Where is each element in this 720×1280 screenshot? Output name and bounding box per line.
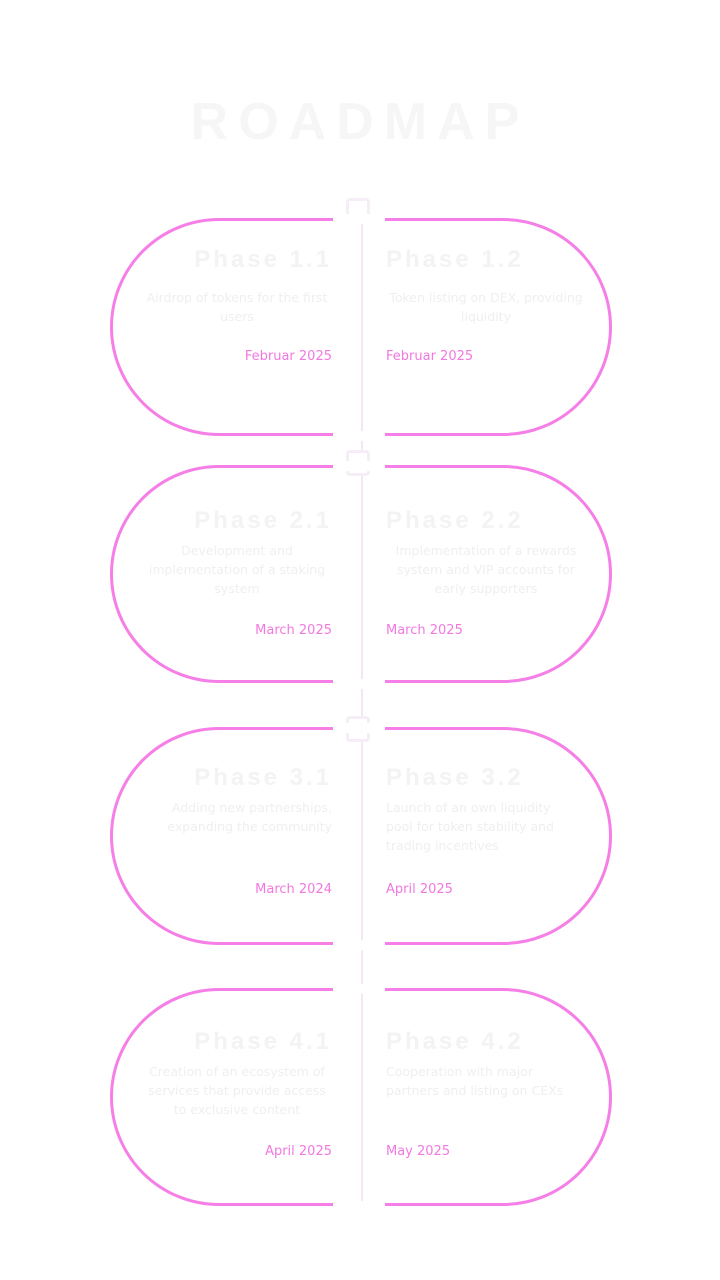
- axis-gap: [333, 431, 385, 441]
- phase-title: Phase 3.2: [386, 764, 524, 791]
- phase-2-1: Phase 2.1 Development and implementation…: [142, 505, 332, 638]
- phase-2-2: Phase 2.2 Implementation of a rewards sy…: [386, 505, 586, 638]
- axis-gap: [333, 940, 385, 950]
- phase-date: Februar 2025: [386, 349, 474, 364]
- axis-gap: [333, 723, 385, 733]
- phase-1-1: Phase 1.1 Airdrop of tokens for the firs…: [142, 244, 332, 364]
- phase-title: Phase 2.2: [386, 507, 524, 534]
- phase-date: March 2025: [386, 623, 463, 638]
- phase-date: March 2025: [255, 623, 332, 638]
- phase-title: Phase 1.1: [194, 246, 332, 273]
- phase-4-2: Phase 4.2 Cooperation with major partner…: [386, 1026, 576, 1159]
- phase-description: Token listing on DEX, providing liquidit…: [389, 290, 583, 324]
- axis-gap: [333, 214, 385, 224]
- phase-date: April 2025: [265, 1144, 332, 1159]
- phase-date: April 2025: [386, 882, 453, 897]
- axis-gap: [333, 679, 385, 689]
- phase-description: Implementation of a rewards system and V…: [395, 543, 577, 596]
- phase-title: Phase 3.1: [194, 764, 332, 791]
- phase-description: Adding new partnerships, expanding the c…: [167, 800, 332, 834]
- timeline-axis: [361, 198, 363, 1210]
- axis-gap: [333, 461, 385, 471]
- phase-description: Airdrop of tokens for the first users: [146, 290, 328, 324]
- phase-description: Development and implementation of a stak…: [148, 543, 326, 596]
- phase-date: May 2025: [386, 1144, 451, 1159]
- phase-1-2: Phase 1.2 Token listing on DEX, providin…: [386, 244, 586, 364]
- phase-title: Phase 4.1: [194, 1028, 332, 1055]
- phase-3-1: Phase 3.1 Adding new partnerships, expan…: [142, 762, 332, 897]
- phase-title: Phase 2.1: [194, 507, 332, 534]
- axis-gap: [333, 984, 385, 994]
- phase-3-2: Phase 3.2 Launch of an own liquidity poo…: [386, 762, 576, 897]
- axis-gap: [333, 1201, 385, 1211]
- phase-title: Phase 1.2: [386, 246, 524, 273]
- phase-date: Februar 2025: [244, 349, 332, 364]
- phase-title: Phase 4.2: [386, 1028, 524, 1055]
- page-title: ROADMAP: [190, 93, 530, 151]
- phase-description: Creation of an ecosystem of services tha…: [148, 1064, 326, 1117]
- phase-description: Cooperation with major partners and list…: [386, 1064, 564, 1098]
- phase-description: Launch of an own liquidity pool for toke…: [386, 800, 554, 853]
- phase-4-1: Phase 4.1 Creation of an ecosystem of se…: [142, 1026, 332, 1159]
- phase-date: March 2024: [255, 882, 332, 897]
